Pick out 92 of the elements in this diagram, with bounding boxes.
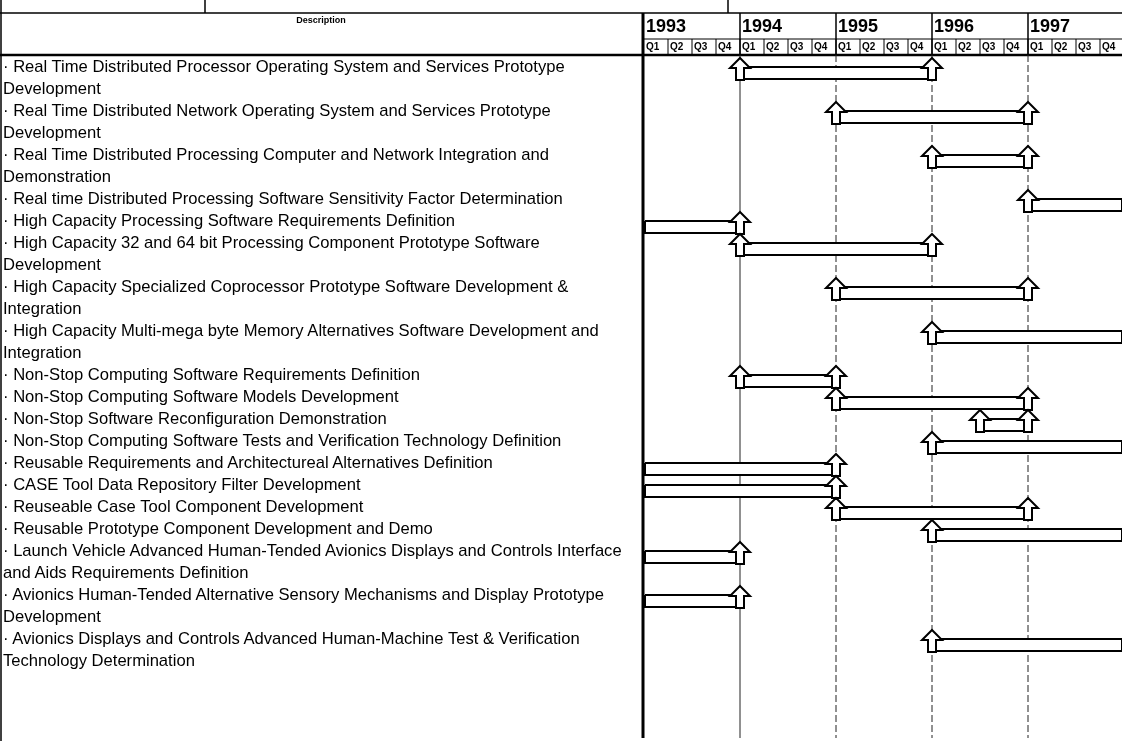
milestone-marker — [1015, 144, 1041, 169]
quarter-label: Q4 — [718, 41, 732, 53]
milestone-marker — [823, 474, 849, 499]
quarter-label: Q1 — [934, 41, 948, 53]
year-label: 1995 — [838, 15, 879, 37]
timeline-bar — [839, 396, 1025, 410]
milestone-marker — [727, 232, 753, 257]
milestone-marker — [919, 144, 945, 169]
quarter-label: Q2 — [958, 41, 972, 53]
quarter-label: Q2 — [862, 41, 876, 53]
timeline-bar — [1031, 198, 1122, 212]
quarter-label: Q1 — [838, 41, 852, 53]
timeline-bar — [839, 110, 1025, 124]
quarter-label: Q3 — [886, 41, 900, 53]
task-description: · Avionics Human-Tended Alternative Sensory Mechanisms and Display Prototype Development — [3, 584, 606, 628]
milestone-marker — [823, 100, 849, 125]
milestone-marker — [727, 56, 753, 81]
timeline-bar — [644, 462, 833, 476]
timeline-bar — [644, 220, 737, 234]
task-description: · Real Time Distributed Processing Computer and Network Integration and Demonstration — [3, 144, 550, 188]
task-description: · Launch Vehicle Advanced Human-Tended Avionics Displays and Controls Interface and Aids Requirements Definition — [3, 540, 623, 584]
year-label: 1996 — [934, 15, 975, 37]
timeline-bar — [935, 330, 1122, 344]
milestone-marker — [1015, 496, 1041, 521]
quarter-label: Q2 — [670, 41, 684, 53]
timeline-bar — [644, 550, 737, 564]
quarter-label: Q3 — [790, 41, 804, 53]
quarter-label: Q4 — [910, 41, 924, 53]
task-description: · Non-Stop Computing Software Models Development — [3, 386, 400, 408]
task-description: · Avionics Displays and Controls Advanced Human-Machine Test & Verification Technology Determination — [3, 628, 581, 672]
year-label: 1994 — [742, 15, 783, 37]
milestone-marker — [823, 496, 849, 521]
quarter-label: Q1 — [1030, 41, 1044, 53]
task-description: · Reusable Prototype Component Development and Demo — [3, 518, 434, 540]
task-description: · Non-Stop Software Reconfiguration Demonstration — [3, 408, 388, 430]
task-description: · Real Time Distributed Processor Operating System and Services Prototype Development — [3, 56, 566, 100]
task-description: · Real time Distributed Processing Software Sensitivity Factor Determination — [3, 188, 564, 210]
milestone-marker — [1015, 188, 1041, 213]
quarter-label: Q2 — [1054, 41, 1068, 53]
milestone-marker — [1015, 408, 1041, 433]
milestone-marker — [919, 56, 945, 81]
milestone-marker — [1015, 276, 1041, 301]
year-label: 1993 — [646, 15, 687, 37]
quarter-label: Q4 — [814, 41, 828, 53]
task-description: · High Capacity Specialized Coprocessor Prototype Software Development & Integration — [3, 276, 570, 320]
timeline-bar — [935, 638, 1122, 652]
timeline-bar — [743, 374, 833, 388]
task-description: · High Capacity Multi-mega byte Memory Alternatives Software Development and Integration — [3, 320, 600, 364]
quarter-label: Q1 — [742, 41, 756, 53]
quarter-label: Q2 — [766, 41, 780, 53]
timeline-bar — [935, 440, 1122, 454]
quarter-label: Q4 — [1102, 41, 1116, 53]
milestone-marker — [823, 276, 849, 301]
quarter-label: Q4 — [1006, 41, 1020, 53]
task-description: · High Capacity 32 and 64 bit Processing Component Prototype Software Development — [3, 232, 541, 276]
quarter-label: Q3 — [1078, 41, 1092, 53]
task-description: · Real Time Distributed Network Operating System and Services Prototype Development — [3, 100, 552, 144]
milestone-marker — [919, 430, 945, 455]
task-description: · Reuseable Case Tool Component Development — [3, 496, 365, 518]
milestone-marker — [1015, 100, 1041, 125]
milestone-marker — [823, 452, 849, 477]
milestone-marker — [1015, 386, 1041, 411]
milestone-marker — [727, 584, 753, 609]
milestone-marker — [727, 540, 753, 565]
timeline-bar — [983, 418, 1025, 432]
milestone-marker — [727, 364, 753, 389]
milestone-marker — [919, 320, 945, 345]
milestone-marker — [823, 386, 849, 411]
milestone-marker — [727, 210, 753, 235]
timeline-bar — [839, 506, 1025, 520]
timeline-bar — [935, 154, 1025, 168]
task-description: · Reusable Requirements and Architectureal Alternatives Definition — [3, 452, 494, 474]
quarter-label: Q1 — [646, 41, 660, 53]
column-header: Description — [295, 15, 347, 25]
timeline-bar — [644, 594, 737, 608]
task-description: · CASE Tool Data Repository Filter Development — [3, 474, 362, 496]
year-label: 1997 — [1030, 15, 1071, 37]
milestone-marker — [823, 364, 849, 389]
milestone-marker — [919, 628, 945, 653]
quarter-label: Q3 — [982, 41, 996, 53]
timeline-bar — [644, 484, 833, 498]
milestone-marker — [919, 518, 945, 543]
milestone-marker — [919, 232, 945, 257]
timeline-bar — [935, 528, 1122, 542]
task-description: · Non-Stop Computing Software Requirements Definition — [3, 364, 421, 386]
timeline-bar — [743, 66, 929, 80]
milestone-marker — [967, 408, 993, 433]
quarter-label: Q3 — [694, 41, 708, 53]
timeline-bar — [743, 242, 929, 256]
task-description: · Non-Stop Computing Software Tests and Verification Technology Definition — [3, 430, 563, 452]
timeline-bar — [839, 286, 1025, 300]
task-description: · High Capacity Processing Software Requirements Definition — [3, 210, 456, 232]
